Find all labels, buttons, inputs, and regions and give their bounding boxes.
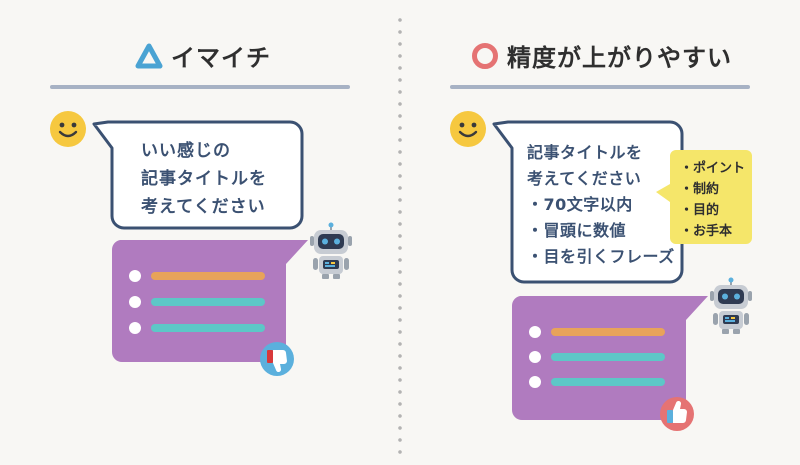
tip-line: ・ポイント	[680, 161, 746, 176]
left-prompt-line: 考えてください	[141, 197, 266, 217]
robot-icon	[310, 222, 352, 279]
left-prompt-line: いい感じの	[141, 141, 231, 161]
right-prompt-line: ・冒頭に数値	[527, 221, 627, 240]
right-response-bubble	[511, 296, 708, 420]
right-prompt-bubble	[492, 120, 684, 284]
bullet-dot	[129, 322, 141, 334]
tip-line: ・お手本	[680, 224, 733, 239]
left-prompt-text: いい感じの 記事タイトルを 考えてください	[141, 137, 267, 221]
right-prompt-text: 記事タイトルを 考えてください ・70文字以内 ・冒頭に数値 ・目を引くフレーズ	[527, 140, 675, 270]
right-prompt-line: ・目を引くフレーズ	[527, 247, 675, 266]
smiley-face-icon	[50, 111, 86, 147]
bullet-dot	[529, 351, 541, 363]
tip-line: ・制約	[680, 182, 720, 197]
response-line	[551, 328, 665, 336]
response-line	[151, 324, 265, 332]
thumbs-down-icon	[260, 342, 294, 376]
smiley-face-icon	[450, 111, 486, 147]
bullet-dot	[529, 326, 541, 338]
left-heading-rule	[50, 85, 350, 89]
left-response-bubble	[111, 240, 308, 362]
response-line	[551, 378, 665, 386]
tip-note	[656, 150, 752, 244]
left-prompt-line: 記事タイトルを	[141, 169, 267, 189]
triangle-icon	[135, 43, 163, 68]
right-prompt-line: 考えてください	[527, 169, 642, 188]
left-prompt-bubble	[92, 120, 304, 230]
bullet-dot	[529, 376, 541, 388]
left-heading-text: イマイチ	[171, 44, 271, 72]
tip-line: ・目的	[680, 203, 720, 218]
bullet-dot	[129, 270, 141, 282]
right-prompt-line: ・70文字以内	[527, 195, 633, 214]
right-prompt-line: 記事タイトルを	[527, 143, 643, 162]
thumbs-up-icon	[660, 397, 694, 431]
response-line	[151, 272, 265, 280]
left-heading: イマイチ	[135, 38, 271, 73]
right-heading-rule	[450, 85, 750, 89]
response-line	[551, 353, 665, 361]
bullet-dot	[129, 296, 141, 308]
right-heading: 精度が上がりやすい	[471, 38, 732, 73]
robot-icon	[710, 277, 752, 334]
center-divider	[398, 14, 402, 454]
response-line	[151, 298, 265, 306]
tip-note-text: ・ポイント ・制約 ・目的 ・お手本	[680, 158, 745, 242]
circle-icon	[472, 42, 498, 69]
right-heading-text: 精度が上がりやすい	[507, 44, 732, 72]
